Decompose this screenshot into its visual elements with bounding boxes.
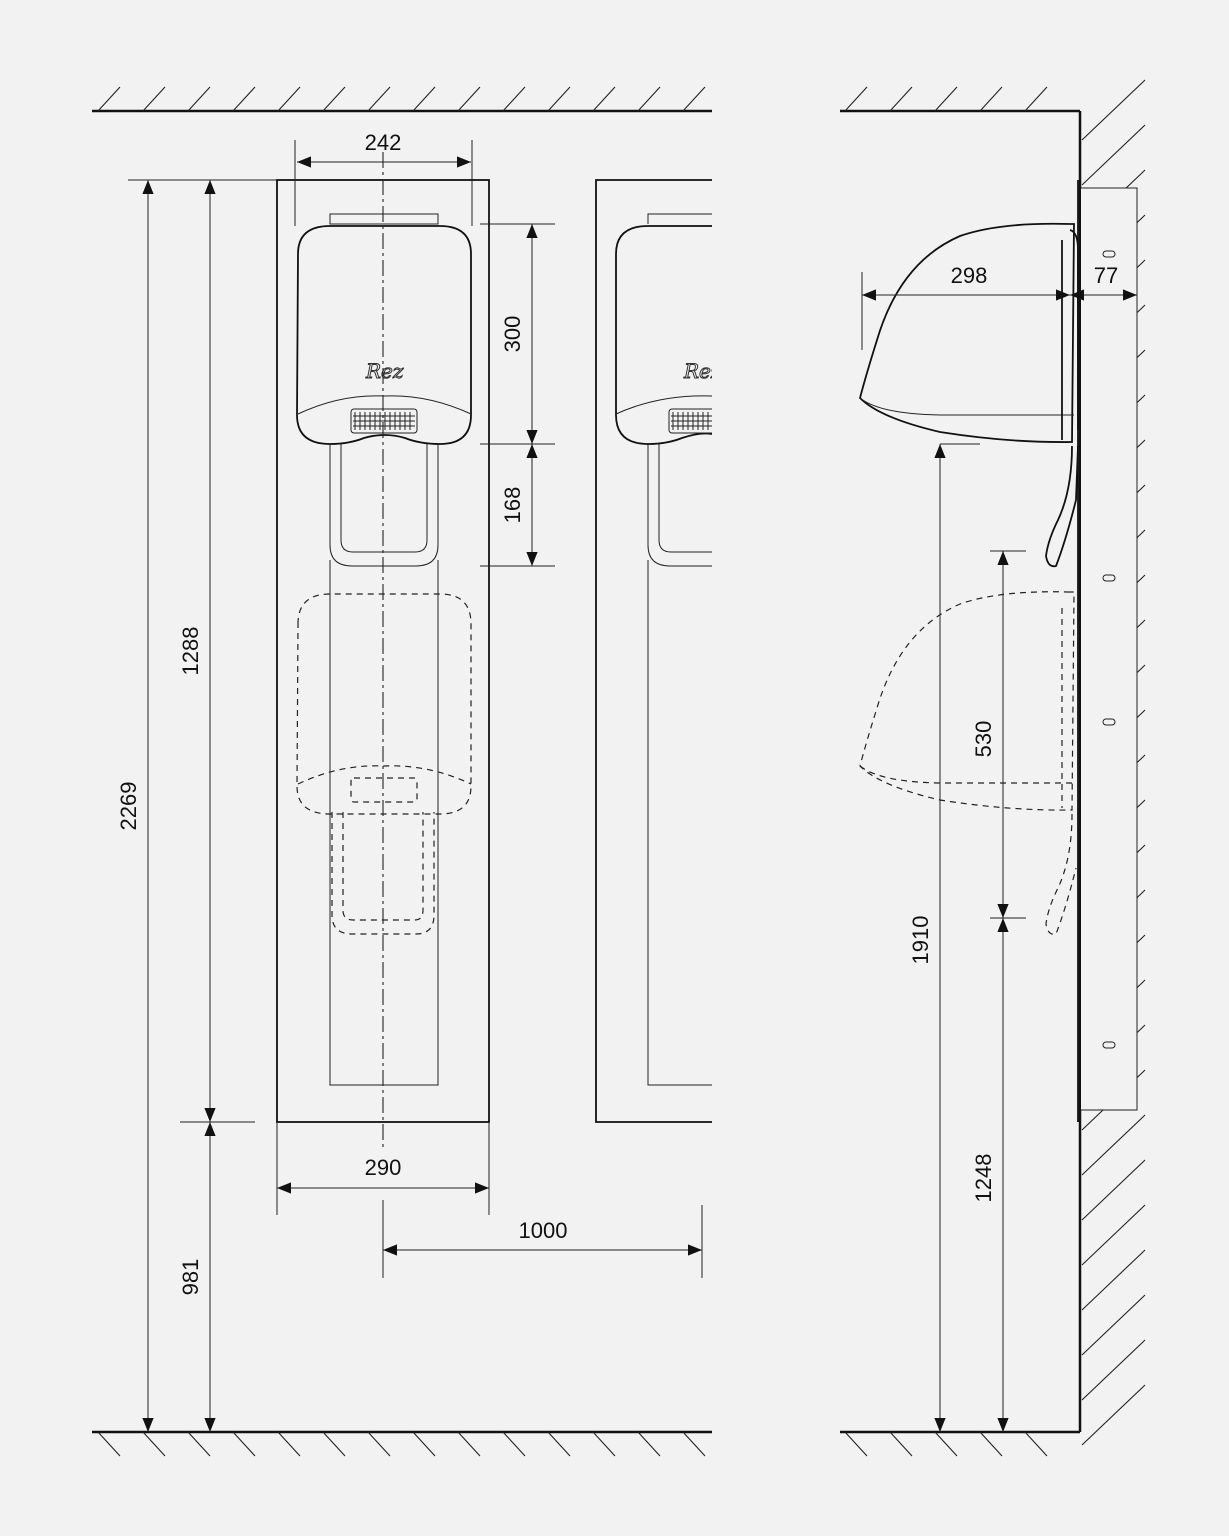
- wall-panel-2: Rez: [595, 170, 742, 1130]
- hand-dryer-side: [858, 222, 1079, 568]
- dim-dryer-height: 300: [500, 316, 525, 353]
- floor-line: [92, 1430, 712, 1457]
- side-ceiling-line: [840, 86, 1080, 113]
- dim-panel-width: 290: [365, 1155, 402, 1180]
- ceiling-line: [92, 86, 712, 113]
- dim-height-to-unit: 1910: [908, 916, 933, 965]
- dimension-lines-front: [142, 156, 702, 1432]
- side-view: 298 77 1910 530 1248: [840, 79, 1146, 1457]
- dim-adjust-range: 530: [971, 721, 996, 758]
- dim-depth: 298: [951, 263, 988, 288]
- dim-bracket-height: 168: [500, 487, 525, 524]
- wall-panel-1: [276, 179, 490, 1123]
- brand-logo: Rez: [365, 359, 404, 383]
- dim-wall-offset: 77: [1094, 263, 1118, 288]
- hand-dryer-lower-position: [296, 593, 472, 935]
- hand-dryer-side-lower-position: [859, 591, 1077, 935]
- front-view: Rez Rez: [92, 86, 742, 1457]
- dim-height-to-lower: 1248: [971, 1154, 996, 1203]
- dim-panel-height: 1288: [178, 627, 203, 676]
- hand-dryer-front: Rez: [296, 225, 472, 445]
- dimension-lines-side: [862, 289, 1137, 1432]
- wall-section: [1077, 79, 1146, 1446]
- air-outlet-grille: [350, 408, 418, 434]
- dim-spacing: 1000: [519, 1218, 568, 1243]
- dim-floor-to-panel: 981: [178, 1259, 203, 1296]
- dim-total-height: 2269: [116, 782, 141, 831]
- dim-dryer-width: 242: [365, 130, 402, 155]
- side-floor-line: [840, 1430, 1080, 1457]
- extension-lines: [128, 140, 703, 1278]
